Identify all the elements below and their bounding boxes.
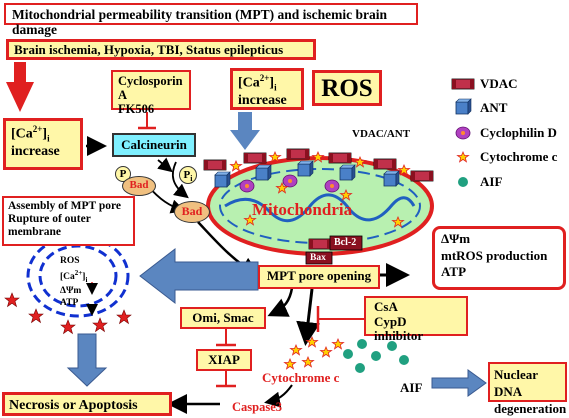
inhibitor-2: FK506	[118, 102, 155, 116]
causes-box: Brain ischemia, Hypoxia, TBI, Status epi…	[6, 39, 316, 60]
xiap-box: XIAP	[196, 349, 252, 371]
pore-ros: ROS	[60, 256, 80, 266]
csa-line-1: CsA	[374, 299, 398, 314]
effects-box: ΔΨm mtROS production ATP	[432, 226, 566, 290]
ca-increase-center: [Ca2+]i increase	[230, 68, 304, 110]
aif-label: AIF	[400, 380, 423, 395]
vdac-icon	[451, 78, 475, 90]
ca-word-left: increase	[11, 143, 60, 159]
bad-free: Bad	[174, 201, 210, 223]
blue-left-arrow	[139, 247, 259, 305]
cytochrome-c-icon	[457, 151, 469, 163]
inhibitor-1: Cyclosporin A	[118, 74, 183, 102]
legend-vdac: VDAC	[480, 76, 518, 91]
effect-dpsi: ΔΨm	[441, 231, 471, 246]
legend-cyclophilin-d: Cyclophilin D	[480, 125, 557, 140]
mpt-pore-opening-box: MPT pore opening	[258, 265, 380, 289]
nuclear-line-1: Nuclear DNA	[494, 367, 538, 399]
bad-phospho: Bad	[122, 176, 156, 196]
nuclear-box: Nuclear DNA degeneration	[488, 362, 567, 416]
csa-box: CsA CypD inhibitor	[364, 296, 468, 343]
legend-ant: ANT	[480, 100, 508, 115]
caspase3-label: Caspase3	[232, 400, 283, 414]
assembly-line-3: membrane	[8, 225, 62, 238]
necrosis-apoptosis-box: Necrosis or Apoptosis	[2, 392, 172, 416]
assembly-line-2: Rupture of outer	[8, 212, 91, 225]
bax-block	[305, 251, 333, 265]
blue-down-arrow-2	[66, 333, 108, 387]
assembly-line-1: Assembly of MPT pore	[8, 200, 121, 212]
diagram-title: Mitochondrial permeability transition (M…	[4, 3, 418, 37]
vdac-ant-label: VDAC/ANT	[352, 128, 411, 140]
pi-mark: Pi	[179, 166, 197, 184]
omi-smac-box: Omi, Smac	[180, 307, 266, 329]
assembly-box: Assembly of MPT pore Rupture of outer me…	[2, 196, 135, 246]
legend-aif: AIF	[480, 174, 503, 189]
inhibitors-top-box: Cyclosporin A FK506	[111, 70, 191, 116]
pore-dpsi: ΔΨm	[60, 286, 82, 297]
calcineurin-box: Calcineurin	[112, 133, 196, 157]
csa-line-2: CypD inhibitor	[374, 313, 424, 344]
ca-word-center: increase	[238, 92, 287, 108]
bax-label: Bax	[310, 253, 326, 263]
nuclear-line-2: degeneration	[494, 401, 567, 416]
cytochrome-c-label: Cytochrome c	[262, 370, 340, 385]
ca-ion-center: [Ca2+]i	[238, 73, 277, 93]
pore-ca: [Ca2+]i	[60, 268, 88, 284]
ca-increase-left: [Ca2+]i increase	[3, 118, 83, 170]
ros-box: ROS	[312, 70, 382, 106]
ant-icon	[455, 98, 472, 115]
blue-right-arrow	[431, 369, 487, 397]
mitochondria-label: Mitochondria	[252, 200, 353, 219]
legend-cytochrome-c: Cytochrome c	[480, 149, 558, 164]
bcl2-block	[329, 235, 363, 251]
bcl2-label: Bcl-2	[334, 237, 357, 248]
effect-mtros: mtROS production	[441, 247, 548, 263]
blue-down-arrow	[230, 112, 260, 150]
cyclophilin-d-icon	[455, 126, 471, 140]
effect-atp: ATP	[441, 264, 467, 279]
pore-labels: ROS [Ca2+]i ΔΨm ATP	[60, 256, 100, 309]
pore-atp: ATP	[60, 297, 79, 308]
red-down-arrow	[6, 62, 34, 112]
aif-icon	[458, 177, 468, 187]
ca-ion-left: [Ca2+]i	[11, 124, 50, 144]
